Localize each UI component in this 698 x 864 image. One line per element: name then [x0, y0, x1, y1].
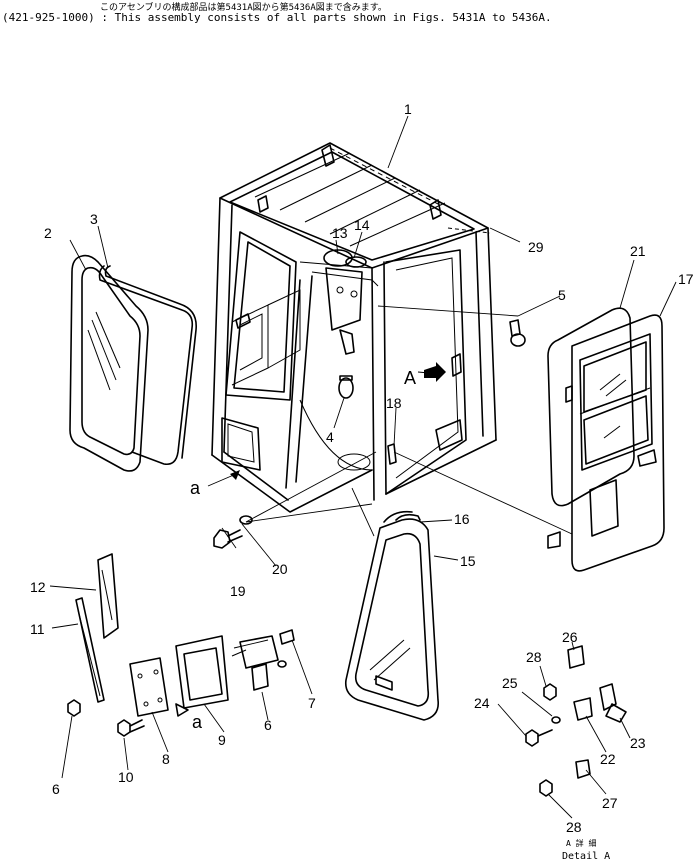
- callout-3: 3: [90, 211, 98, 227]
- bolt-19: [213, 529, 243, 549]
- header-english-note: (421-925-1000) : This assembly consists …: [2, 11, 552, 24]
- view-label-a-upper: a: [190, 478, 201, 498]
- callout-22: 22: [600, 751, 616, 767]
- wiper-arm: [97, 553, 119, 639]
- callout-4: 4: [326, 429, 334, 445]
- callout-6-lower: 6: [52, 781, 60, 797]
- callout-1: 1: [404, 101, 412, 117]
- view-label-A: A: [404, 368, 416, 388]
- rear-glass-seal: [383, 510, 421, 523]
- header-japanese-note: このアセンブリの構成部品は第5431A図から第5436A図まで含みます。: [100, 3, 387, 13]
- callout-6-upper: 6: [264, 717, 272, 733]
- bolt-5: [509, 319, 526, 347]
- callout-10: 10: [118, 769, 134, 785]
- callout-13: 13: [332, 225, 348, 241]
- leader-lines: [49, 115, 677, 819]
- callout-28-upper: 28: [526, 649, 542, 665]
- callout-27: 27: [602, 795, 618, 811]
- view-arrow-A: [424, 362, 446, 382]
- callout-24: 24: [474, 695, 490, 711]
- detail-caption-japanese: A 詳 細: [566, 839, 597, 848]
- callout-14: 14: [354, 217, 370, 233]
- callout-17: 17: [678, 271, 694, 287]
- callout-26: 26: [562, 629, 578, 645]
- callout-labels: 1 2 3 4 5 6 6 7 8 9 10 11 12 13 14 15 16…: [30, 101, 694, 835]
- callout-28-lower: 28: [566, 819, 582, 835]
- cab-light: [338, 375, 354, 399]
- callout-19: 19: [230, 583, 246, 599]
- callout-8: 8: [162, 751, 170, 767]
- wiper-motor: [231, 629, 295, 691]
- callout-20: 20: [272, 561, 288, 577]
- callout-5: 5: [558, 287, 566, 303]
- right-door: [547, 314, 665, 572]
- callout-16: 16: [454, 511, 470, 527]
- view-label-a-lower: a: [192, 712, 203, 732]
- wiper-blade: [75, 597, 105, 703]
- callout-29: 29: [528, 239, 544, 255]
- left-window-seal: [98, 265, 197, 466]
- callout-2: 2: [44, 225, 52, 241]
- callout-21: 21: [630, 243, 646, 259]
- callout-25: 25: [502, 675, 518, 691]
- washer-20: [239, 515, 253, 525]
- rear-glass: [344, 518, 440, 721]
- nut-6: [67, 699, 81, 717]
- callout-7: 7: [308, 695, 316, 711]
- view-arrow-a-upper: [230, 470, 240, 480]
- callout-23: 23: [630, 735, 646, 751]
- left-window-glass: [69, 254, 149, 472]
- callout-18: 18: [386, 395, 402, 411]
- callout-11: 11: [30, 621, 45, 637]
- detail-a-parts: [525, 645, 627, 797]
- callout-15: 15: [460, 553, 476, 569]
- callout-12: 12: [30, 579, 46, 595]
- callout-9: 9: [218, 732, 226, 748]
- cab-body: [211, 142, 497, 513]
- wiper-bracket: [175, 635, 229, 709]
- wiper-plate: [129, 657, 169, 717]
- detail-caption-english: Detail A: [562, 851, 611, 862]
- view-arrow-a-lower: [175, 703, 189, 717]
- right-door-seal: [547, 307, 635, 507]
- bolt-10: [117, 719, 145, 737]
